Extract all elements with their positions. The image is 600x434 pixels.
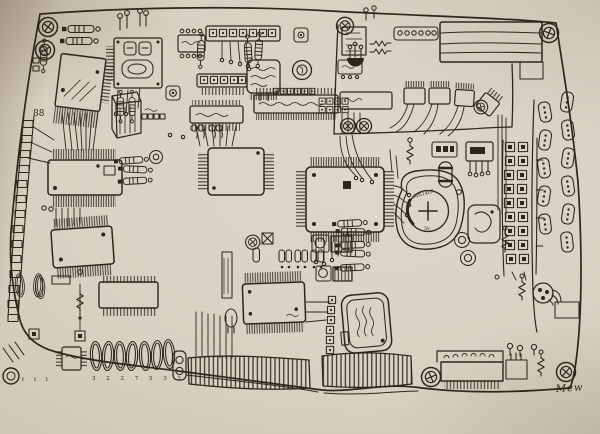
- top-connector-b: [196, 73, 248, 95]
- chip-cpu-left: [50, 215, 115, 279]
- trimmer-screws: [339, 117, 373, 135]
- chip-6pin: [337, 59, 363, 80]
- chip-ram-left: [47, 149, 123, 207]
- small-cap-trio: t t t: [14, 272, 52, 383]
- chip-rom: [52, 53, 114, 129]
- under-qfp-parts: [221, 232, 325, 334]
- zigzag-resistors-top: [369, 40, 392, 55]
- pad-ring-a: [453, 231, 471, 249]
- chip-trio: [403, 81, 505, 117]
- big-cap-marks: 3 2 2 7 5 3 2: [92, 376, 186, 382]
- crystal-pinheader: [325, 295, 337, 355]
- chip-qfp-small: [198, 147, 274, 196]
- circle-connector: [393, 26, 439, 41]
- edge-mark: 88: [33, 109, 45, 119]
- box-module-3d: [111, 91, 142, 139]
- chip-qfp-main: [296, 157, 394, 242]
- mid-left-cluster: [113, 85, 223, 186]
- vias: [41, 57, 500, 280]
- transistor-to5: [518, 273, 580, 319]
- bottom-left-misc: [28, 269, 86, 342]
- signal-traces: [27, 41, 545, 359]
- chip-mem: [465, 141, 494, 178]
- pad-ring-b: [459, 249, 477, 267]
- small-cap-marks: t t t: [22, 377, 52, 383]
- big-cap-row: 3 2 2 7 5 3 2: [89, 338, 186, 382]
- label-sticker: [341, 26, 367, 56]
- heatsink-bar: [439, 21, 544, 80]
- top-left-resistors: [32, 24, 101, 74]
- battery-voltage: 3v: [424, 226, 430, 232]
- fuse-holder: [172, 350, 187, 381]
- battery-brand: MN14LR: [413, 188, 435, 200]
- pad-square: [293, 27, 309, 43]
- chip-dip-bc: [241, 271, 307, 334]
- shield-module: [106, 8, 163, 89]
- chip-small-bl: [56, 346, 87, 371]
- chip-8pin: [177, 28, 206, 59]
- capsule-columns: [531, 90, 576, 333]
- power-transistors: [311, 234, 353, 282]
- pin-stubs: [365, 9, 375, 21]
- bottom-edge-connectors: [187, 352, 413, 390]
- relay: [431, 141, 458, 158]
- top-connector-a: [205, 25, 281, 42]
- bottom-right-parts: [505, 342, 545, 380]
- transistor-to92: [347, 41, 364, 67]
- piezo-buzzer: [291, 59, 313, 81]
- zigzag-resistor-1: [406, 137, 414, 165]
- chip-bottom-center: [436, 350, 504, 389]
- crystal-module: [340, 292, 393, 354]
- left-edge-connector: 88: [2, 109, 45, 385]
- chip-dip-bl: [98, 276, 159, 316]
- mov-component: [467, 204, 501, 244]
- subboard-outline: [333, 24, 514, 135]
- mounting-hole-ring: [2, 367, 20, 385]
- top-mid-resistors: [196, 31, 264, 72]
- coin-battery: MN14LR 3v: [395, 169, 465, 250]
- artist-signature: Mew: [554, 382, 583, 395]
